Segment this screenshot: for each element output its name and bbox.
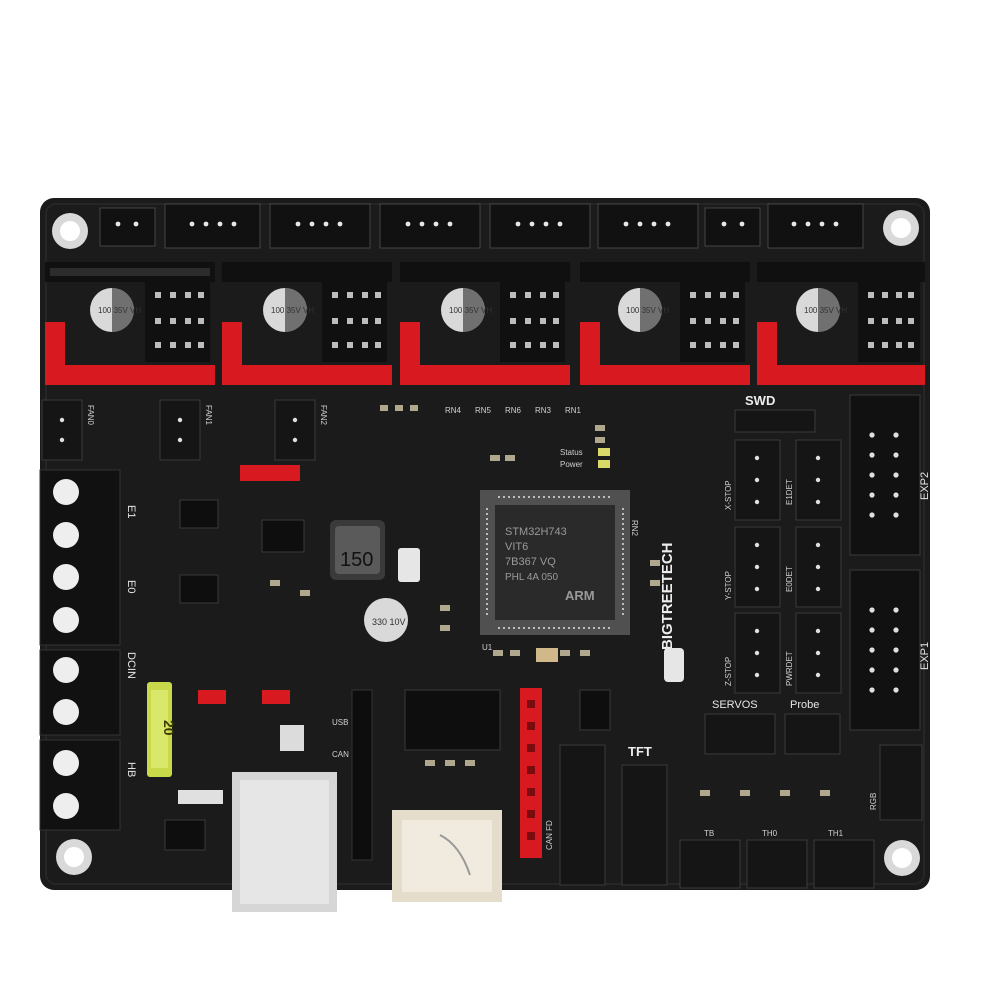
mcu-marking-2: VIT6 <box>505 541 528 553</box>
thermistor-connectors <box>679 839 875 889</box>
mcu-logo: ARM <box>565 588 595 603</box>
probe-label: Probe <box>790 699 819 711</box>
th1-label: TH1 <box>828 829 844 838</box>
smd-components <box>270 405 830 796</box>
can-label: CAN <box>332 750 349 759</box>
power-label: Power <box>560 460 583 469</box>
red-jumpers <box>198 465 300 704</box>
can-fd-connector <box>559 744 606 886</box>
y-stop-label: Y-STOP <box>724 571 733 600</box>
z-stop-label: Z-STOP <box>724 657 733 686</box>
driver-slot-2 <box>222 262 392 385</box>
terminal-e0-label: E0 <box>125 580 137 593</box>
x-stop-label: X-STOP <box>724 480 733 510</box>
rn5-label: RN5 <box>475 406 492 415</box>
exp-headers <box>849 394 921 731</box>
crystal <box>536 648 558 662</box>
exp1-label: EXP1 <box>919 642 931 670</box>
exp2-label: EXP2 <box>919 472 931 500</box>
swd-label: SWD <box>745 393 775 408</box>
white-button <box>664 648 684 682</box>
tb-label: TB <box>704 829 714 838</box>
fan0-label: FAN0 <box>86 405 95 426</box>
servos-connector <box>704 713 776 755</box>
capacitor-330 <box>364 598 408 642</box>
terminal-blocks <box>39 469 121 831</box>
terminal-hb-label: HB <box>125 762 137 777</box>
rn1-label: RN1 <box>565 406 582 415</box>
mcu-marking-4: PHL 4A 050 <box>505 572 558 583</box>
fan-connectors <box>41 399 316 461</box>
fan1-label: FAN1 <box>204 405 213 426</box>
sd-card-slot <box>392 810 502 902</box>
th0-label: TH0 <box>762 829 778 838</box>
cap-marking-2: 100 35V VH <box>271 306 314 315</box>
mcu-marking-3: 7B367 VQ <box>505 556 556 568</box>
mounting-holes <box>52 210 920 876</box>
fuse-holder <box>178 790 223 804</box>
rn4-label: RN4 <box>445 406 462 415</box>
inductor-marking: 150 <box>340 549 373 571</box>
e1det-label: E1DET <box>785 479 794 505</box>
black-header-column <box>351 689 373 861</box>
u1-label: U1 <box>482 643 493 652</box>
status-led <box>598 448 610 456</box>
can-fd-label: CAN FD <box>545 820 554 850</box>
tft-label: TFT <box>628 744 652 759</box>
driver-slots <box>45 262 925 385</box>
cap-marking-1: 100 35V VH <box>98 306 141 315</box>
white-component <box>398 548 420 582</box>
e0det-label: E0DET <box>785 566 794 592</box>
mcu-marking-1: STM32H743 <box>505 526 567 538</box>
brand-logo: BIGTREETECH <box>659 542 676 650</box>
usb-label: USB <box>332 718 348 727</box>
small-chips <box>164 499 611 851</box>
cap-marking-3: 100 35V VH <box>449 306 492 315</box>
rgb-label: RGB <box>869 793 878 810</box>
driver-slot-4 <box>580 262 750 385</box>
rn6-label: RN6 <box>505 406 522 415</box>
fuse-marking: 20 <box>161 720 177 736</box>
terminal-e1-label: E1 <box>125 505 137 518</box>
motor-connectors <box>99 203 864 249</box>
tft-connector <box>621 764 668 886</box>
cap-marking-4: 100 35V VH <box>626 306 669 315</box>
swd-header <box>734 409 816 433</box>
fan2-label: FAN2 <box>319 405 328 426</box>
power-led <box>598 460 610 468</box>
cap-330-marking: 330 10V <box>372 617 406 627</box>
status-label: Status <box>560 448 583 457</box>
pwrdet-label: PWRDET <box>785 651 794 686</box>
usb-component <box>280 725 304 751</box>
probe-connector <box>784 713 841 755</box>
mcu-chip <box>480 490 630 635</box>
servos-label: SERVOS <box>712 699 758 711</box>
rn3-label: RN3 <box>535 406 552 415</box>
rgb-connector <box>879 744 923 821</box>
rn2-label: RN2 <box>630 520 639 537</box>
inductor <box>330 520 385 580</box>
cap-marking-5: 100 35V VH <box>804 306 847 315</box>
fuse <box>147 682 172 777</box>
terminal-dcin-label: DCIN <box>125 652 137 679</box>
usb-port <box>232 772 337 912</box>
